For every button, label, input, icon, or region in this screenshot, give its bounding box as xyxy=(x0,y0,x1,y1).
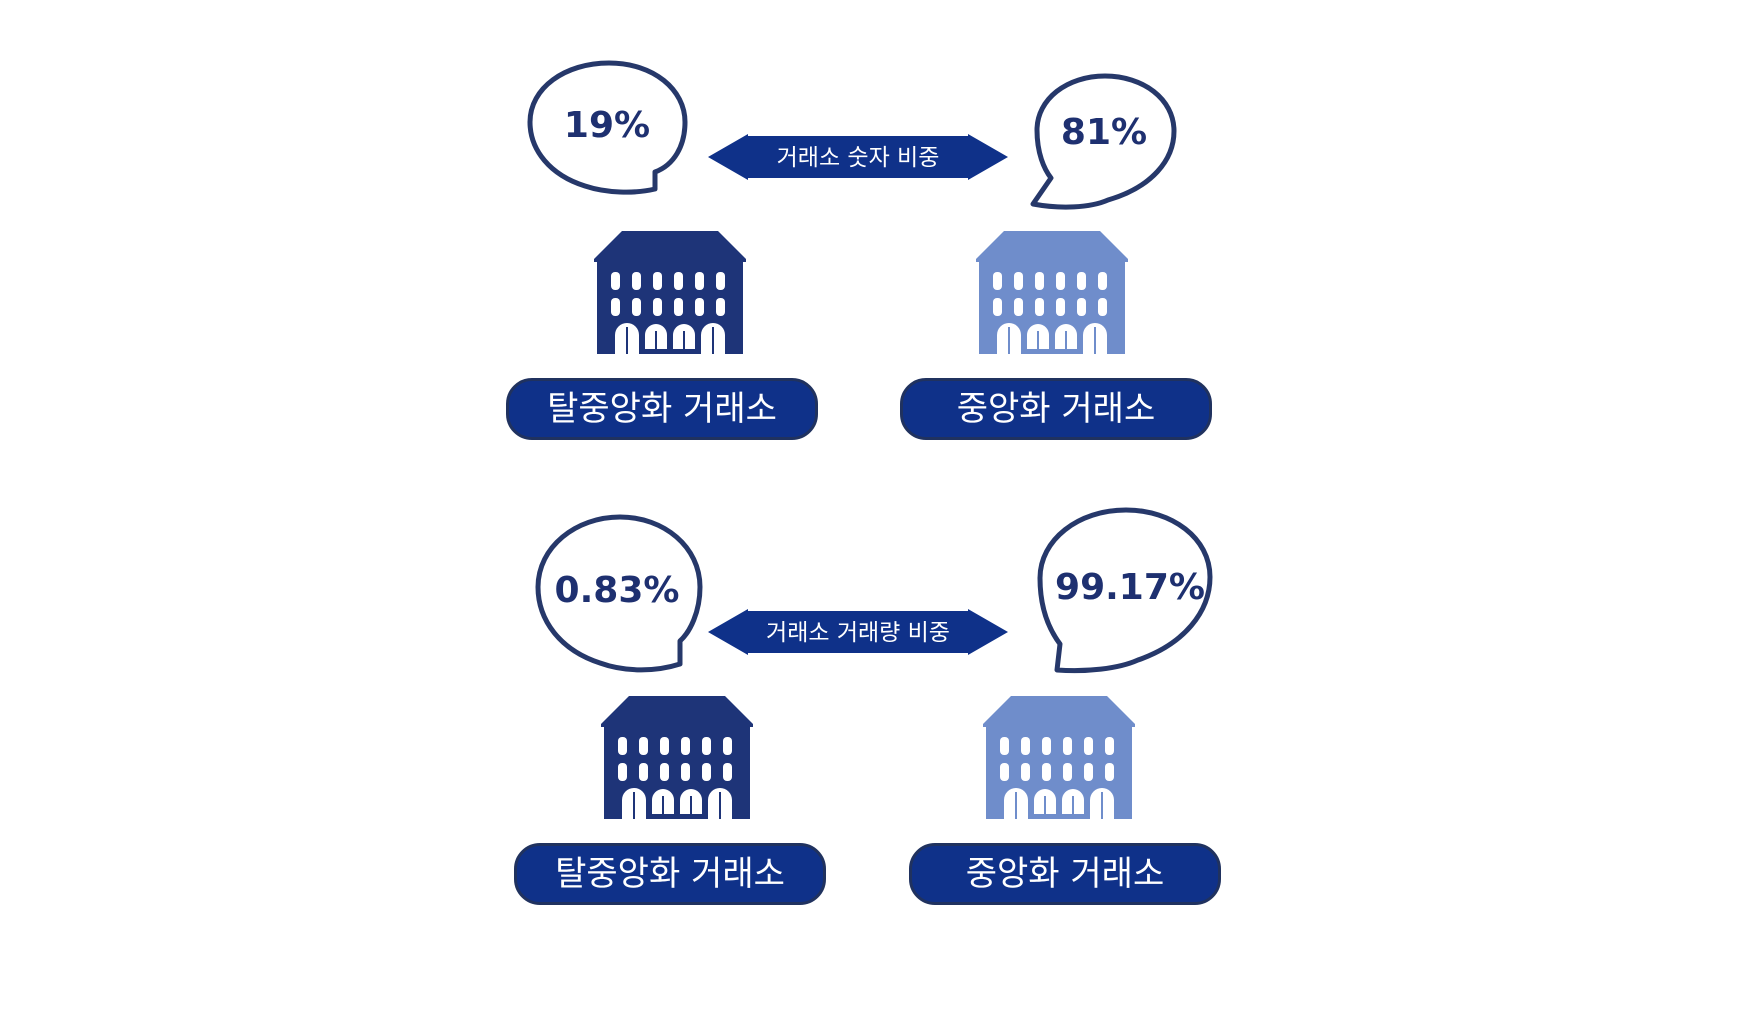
building-icon xyxy=(976,231,1128,354)
arrow-label-count-share: 거래소 숫자 비중 xyxy=(777,145,940,171)
label-decentralized-exchange: 탈중앙화 거래소 xyxy=(514,843,826,905)
building-icon xyxy=(594,231,746,354)
bubble-value-centralized-volume: 99.17% xyxy=(1055,567,1205,608)
double-arrow-icon xyxy=(708,609,1008,655)
double-arrow-icon xyxy=(708,134,1008,180)
speech-bubble-icon xyxy=(1037,507,1213,674)
bubble-value-centralized-count: 81% xyxy=(1061,112,1147,153)
speech-bubble-icon xyxy=(535,514,703,673)
label-centralized-exchange: 중앙화 거래소 xyxy=(900,378,1212,440)
building-icon xyxy=(601,696,753,819)
bubble-value-decentralized-count: 19% xyxy=(564,105,650,146)
building-icon xyxy=(983,696,1135,819)
label-decentralized-exchange: 탈중앙화 거래소 xyxy=(506,378,818,440)
speech-bubble-icon xyxy=(1030,73,1177,210)
bubble-value-decentralized-volume: 0.83% xyxy=(555,570,680,611)
label-centralized-exchange: 중앙화 거래소 xyxy=(909,843,1221,905)
arrow-label-volume-share: 거래소 거래량 비중 xyxy=(766,620,950,646)
speech-bubble-icon xyxy=(527,60,688,195)
